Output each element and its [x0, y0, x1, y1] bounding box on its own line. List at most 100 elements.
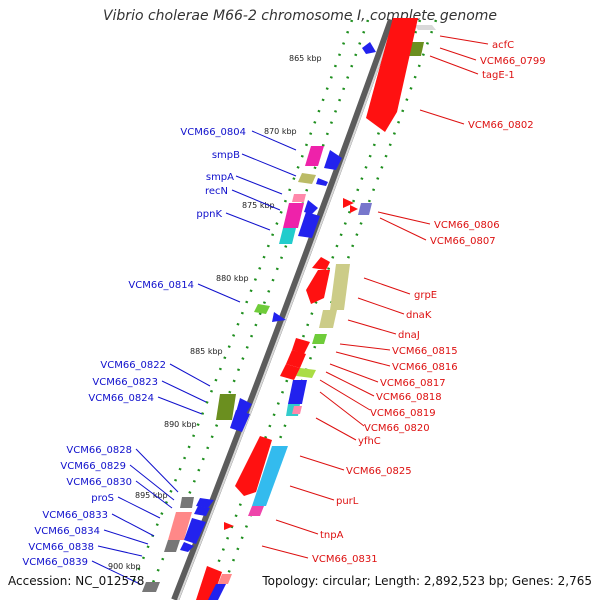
- gene-VCM66_0838: [180, 542, 194, 552]
- kbp-tick-880: 880 kbp: [216, 274, 249, 283]
- label-VCM66_0829: VCM66_0829: [60, 461, 126, 472]
- label-grpE: grpE: [414, 290, 437, 301]
- inner-left-dotted-track: [148, 19, 370, 591]
- label-VCM66_0818: VCM66_0818: [376, 392, 442, 403]
- gene-VCM66_0839: [142, 582, 160, 592]
- label-VCM66_0807: VCM66_0807: [430, 236, 496, 247]
- gene-VCM66_0807: [358, 203, 372, 215]
- genome-summary-text: Topology: circular; Length: 2,892,523 bp…: [262, 574, 592, 588]
- label-VCM66_0831: VCM66_0831: [312, 554, 378, 565]
- kbp-tick-870: 870 kbp: [264, 127, 297, 136]
- gene-VCM66_0806b: [350, 205, 358, 213]
- kbp-tick-885: 885 kbp: [190, 347, 223, 356]
- label-VCM66_0828: VCM66_0828: [66, 445, 132, 456]
- gene-VCM66_0828: [180, 497, 194, 508]
- gene-VCM66_0804: [305, 146, 324, 166]
- label-VCM66_0799: VCM66_0799: [480, 56, 546, 67]
- chromosome-backbone: [171, 18, 396, 600]
- left-gene-labels: VCM66_0804 smpB smpA recN ppnK VCM66_081…: [22, 127, 246, 568]
- gene-purL: [252, 446, 288, 506]
- gene-VCM66_0806: [343, 198, 354, 208]
- gene-VCM66_0819: [280, 364, 300, 380]
- gene-VCM66_0817: [286, 350, 306, 368]
- gene-VCM66_0824: [230, 410, 250, 432]
- label-purL: purL: [336, 496, 359, 507]
- label-VCM66_0820: VCM66_0820: [364, 423, 430, 434]
- right-gene-labels: acfC VCM66_0799 tagE-1 VCM66_0802 VCM66_…: [312, 40, 546, 565]
- gene-grpE-block: [306, 270, 330, 304]
- label-VCM66_0834: VCM66_0834: [34, 526, 100, 537]
- outer-left-dotted-track: [128, 19, 354, 591]
- gene-VCM66_0825: [235, 436, 272, 496]
- label-smpB: smpB: [212, 150, 240, 161]
- label-VCM66_0802: VCM66_0802: [468, 120, 534, 131]
- gene-VCM66_0814-arrow: [272, 312, 286, 322]
- gene-VCM66_0814: [254, 304, 270, 314]
- gene-ppnK-cyan: [279, 228, 296, 244]
- gene-grpE: [312, 257, 330, 270]
- kbp-tick-895: 895 kbp: [135, 491, 168, 500]
- label-dnaJ: dnaJ: [398, 330, 420, 341]
- gene-tnpA: [224, 522, 234, 530]
- label-yfhC: yfhC: [358, 436, 381, 447]
- label-dnaK: dnaK: [406, 310, 432, 321]
- label-VCM66_0838: VCM66_0838: [28, 542, 94, 553]
- inner-right-dotted-track: [206, 19, 422, 591]
- right-strand-genes: [196, 18, 436, 600]
- gene-bottom-red: [196, 566, 222, 600]
- gene-left-top-blue: [362, 42, 376, 54]
- gene-dnaK: [330, 264, 350, 310]
- label-VCM66_0822: VCM66_0822: [100, 360, 166, 371]
- label-VCM66_0814: VCM66_0814: [128, 280, 194, 291]
- gene-VCM66_0833: [184, 518, 206, 544]
- gene-bottom-blue: [208, 584, 226, 600]
- gene-VCM66_0820: [288, 380, 307, 404]
- label-ppnK: ppnK: [196, 209, 222, 220]
- gene-dnaJ: [319, 310, 337, 328]
- gene-VCM66_0815: [312, 334, 327, 344]
- label-VCM66_0839: VCM66_0839: [22, 557, 88, 568]
- label-proS: proS: [91, 493, 114, 504]
- label-VCM66_0823: VCM66_0823: [92, 377, 158, 388]
- label-smpA: smpA: [206, 172, 234, 183]
- gene-ppnK: [283, 203, 304, 228]
- gene-recN: [292, 194, 306, 202]
- gene-smpA: [316, 178, 328, 186]
- kbp-tick-900: 900 kbp: [108, 562, 141, 571]
- left-strand-genes: [142, 42, 376, 592]
- kbp-tick-890: 890 kbp: [164, 420, 197, 429]
- gene-proS: [168, 512, 192, 540]
- gene-VCM66_0829: [196, 498, 214, 508]
- label-VCM66_0819: VCM66_0819: [370, 408, 436, 419]
- chromosome-backbone-highlight: [177, 19, 396, 600]
- gene-bottom-pink: [218, 574, 232, 584]
- gene-VCM66_0818: [296, 368, 316, 378]
- label-VCM66_0816: VCM66_0816: [392, 362, 458, 373]
- label-tagE-1: tagE-1: [482, 70, 515, 81]
- gene-yfhC-b: [292, 406, 302, 414]
- label-tnpA: tnpA: [320, 530, 344, 541]
- kbp-tick-875: 875 kbp: [242, 201, 275, 210]
- label-VCM66_0833: VCM66_0833: [42, 510, 108, 521]
- gene-smpB: [298, 173, 316, 184]
- gene-recN-arrow: [304, 200, 318, 214]
- gene-purL-tail: [248, 506, 264, 516]
- label-VCM66_0806: VCM66_0806: [434, 220, 500, 231]
- gene-VCM66_0834: [164, 540, 180, 552]
- gene-acfC: [414, 25, 436, 30]
- left-leader-lines: [91, 130, 297, 585]
- right-leader-lines: [261, 35, 489, 559]
- label-VCM66_0817: VCM66_0817: [380, 378, 446, 389]
- label-VCM66_0815: VCM66_0815: [392, 346, 458, 357]
- gene-VCM66_0823: [236, 398, 252, 414]
- label-VCM66_0824: VCM66_0824: [88, 393, 154, 404]
- label-VCM66_0804: VCM66_0804: [180, 127, 246, 138]
- accession-text: Accession: NC_012578: [8, 574, 145, 588]
- gene-VCM66_0802: [366, 18, 418, 132]
- gene-VCM66_0822: [216, 394, 236, 420]
- label-recN: recN: [205, 186, 228, 197]
- gene-VCM66_0804-arrow: [324, 150, 342, 170]
- label-acfC: acfC: [492, 40, 514, 51]
- gene-ppnK-arrow: [298, 212, 320, 238]
